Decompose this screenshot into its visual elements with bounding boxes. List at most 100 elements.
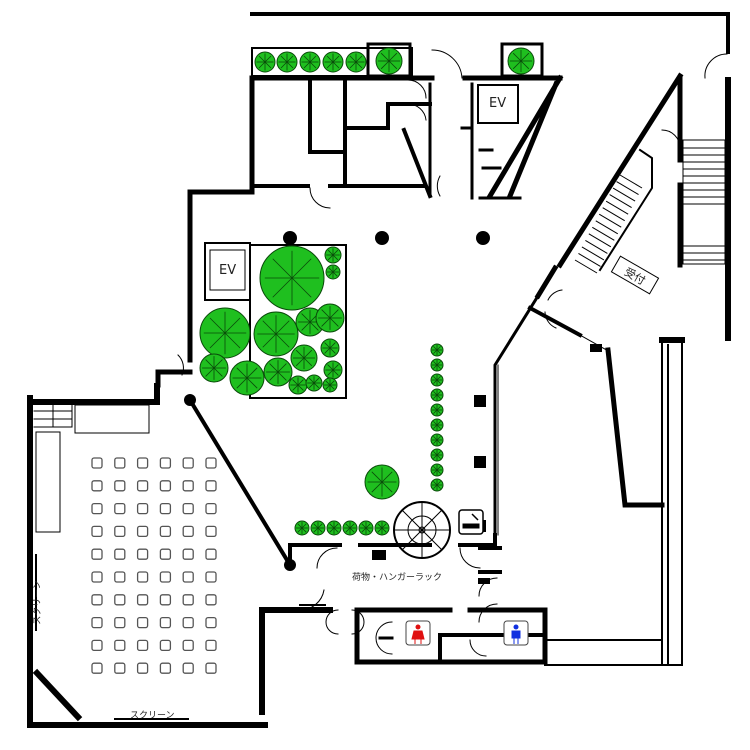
tree-icon: [364, 464, 400, 500]
door-swings: [177, 49, 728, 657]
chair: [136, 594, 149, 606]
male-toilet-icon: [503, 620, 529, 646]
tree-icon: [342, 520, 358, 536]
tree-icon: [259, 245, 325, 311]
chair: [182, 480, 194, 492]
chair: [205, 548, 217, 560]
chair: [182, 662, 194, 674]
chair: [159, 525, 172, 538]
elevator-shaft: [204, 242, 251, 301]
chair: [114, 571, 126, 583]
elevator-car: [209, 249, 246, 291]
chair: [136, 662, 149, 674]
tree-icon: [322, 51, 344, 73]
chair: [136, 639, 149, 652]
tree-icon: [315, 303, 345, 333]
wall: [288, 543, 497, 567]
tree-icon: [430, 388, 444, 402]
chair: [136, 502, 149, 515]
tree-icon: [323, 360, 343, 380]
tree-icon: [430, 358, 444, 372]
tree-icon: [358, 520, 374, 536]
tree-icon: [325, 264, 341, 280]
tree-icon: [305, 374, 323, 392]
stage-box: [74, 404, 150, 434]
wall: [27, 395, 268, 728]
tree-icon: [507, 47, 535, 75]
chair: [114, 594, 126, 606]
wall: [354, 607, 548, 665]
chair: [205, 525, 217, 538]
wall: [259, 607, 333, 715]
wall: [478, 148, 522, 200]
chair: [205, 480, 217, 492]
chair: [159, 480, 172, 492]
wall: [544, 639, 683, 666]
elevator-label-top: EV: [489, 96, 507, 111]
wall: [534, 72, 684, 300]
chair: [205, 662, 217, 674]
chair: [182, 594, 194, 606]
chair: [159, 594, 172, 606]
chair: [91, 639, 103, 652]
screen-side-label: スクリーン: [32, 580, 43, 625]
chair: [205, 457, 217, 469]
tree-icon: [320, 338, 340, 358]
tree-icon: [430, 343, 444, 357]
wall: [187, 397, 293, 568]
chair: [182, 616, 194, 629]
chair: [136, 457, 149, 469]
chair: [136, 571, 149, 583]
chair: [114, 480, 126, 492]
wall: [661, 339, 683, 666]
chair: [182, 639, 194, 652]
tree-icon: [430, 433, 444, 447]
tree-icon: [345, 51, 367, 73]
stairs: [33, 403, 73, 428]
chair: [114, 616, 126, 629]
tree-icon: [310, 520, 326, 536]
tree-icon: [430, 448, 444, 462]
wall: [493, 293, 541, 537]
window: [579, 334, 611, 353]
wall: [478, 533, 502, 574]
wall: [527, 305, 583, 338]
chair: [91, 662, 103, 674]
chair: [91, 616, 103, 629]
chair: [136, 525, 149, 538]
female-toilet-icon: [405, 620, 431, 646]
chair: [91, 502, 103, 515]
chair: [205, 616, 217, 629]
tree-icon: [254, 51, 276, 73]
spiral-staircase-icon: [393, 501, 451, 559]
chair: [159, 457, 172, 469]
chair: [159, 639, 172, 652]
tree-icon: [276, 51, 298, 73]
tree-icon: [326, 520, 342, 536]
planter-area: [249, 244, 347, 399]
wall: [486, 74, 564, 200]
wall: [343, 102, 433, 199]
wall: [598, 148, 653, 272]
wall: [155, 75, 255, 388]
chair: [91, 548, 103, 560]
tree-icon: [199, 307, 251, 359]
tree-icon: [253, 311, 299, 357]
chair: [91, 594, 103, 606]
chair: [159, 616, 172, 629]
chair: [182, 571, 194, 583]
chair: [91, 457, 103, 469]
tree-icon: [263, 357, 293, 387]
chair: [182, 525, 194, 538]
plants: [199, 47, 535, 536]
chair: [91, 480, 103, 492]
wall: [428, 82, 474, 200]
tree-icon: [375, 47, 403, 75]
tree-icon: [324, 246, 342, 264]
chair: [159, 502, 172, 515]
tree-icon: [430, 418, 444, 432]
chair: [182, 457, 194, 469]
wall: [27, 383, 160, 405]
smoking-area-icon: [458, 509, 484, 535]
